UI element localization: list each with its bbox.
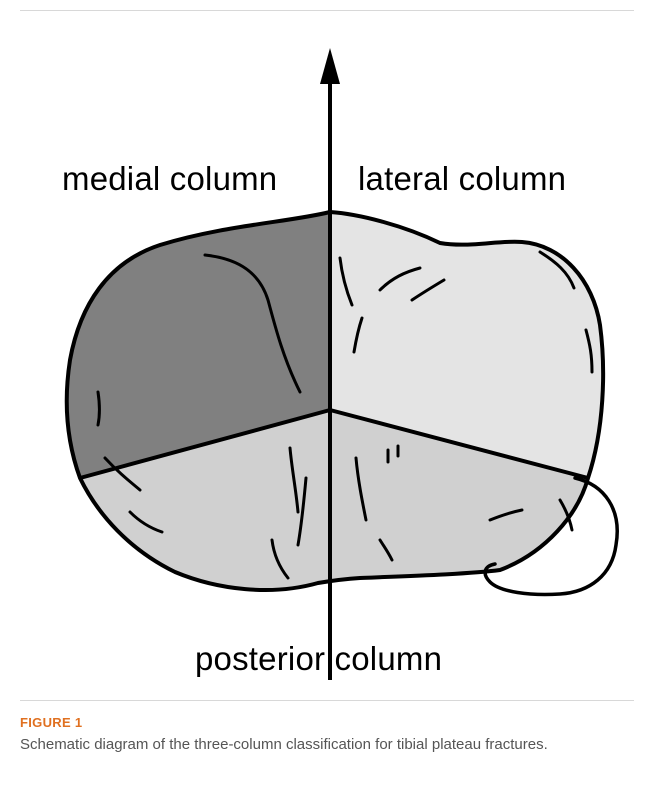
lateral-column-label: lateral column — [358, 162, 566, 195]
tibial-plateau-diagram — [0, 0, 654, 700]
caption-divider — [20, 700, 634, 701]
figure-panel: medial column lateral column posterior c… — [0, 0, 654, 700]
posterior-column-label: posterior column — [195, 642, 442, 675]
medial-column-label: medial column — [62, 162, 277, 195]
caption-text: Schematic diagram of the three-column cl… — [20, 734, 634, 755]
caption-title: FIGURE 1 — [20, 715, 634, 730]
axis-arrowhead — [320, 48, 340, 84]
figure-caption: FIGURE 1 Schematic diagram of the three-… — [20, 715, 634, 755]
